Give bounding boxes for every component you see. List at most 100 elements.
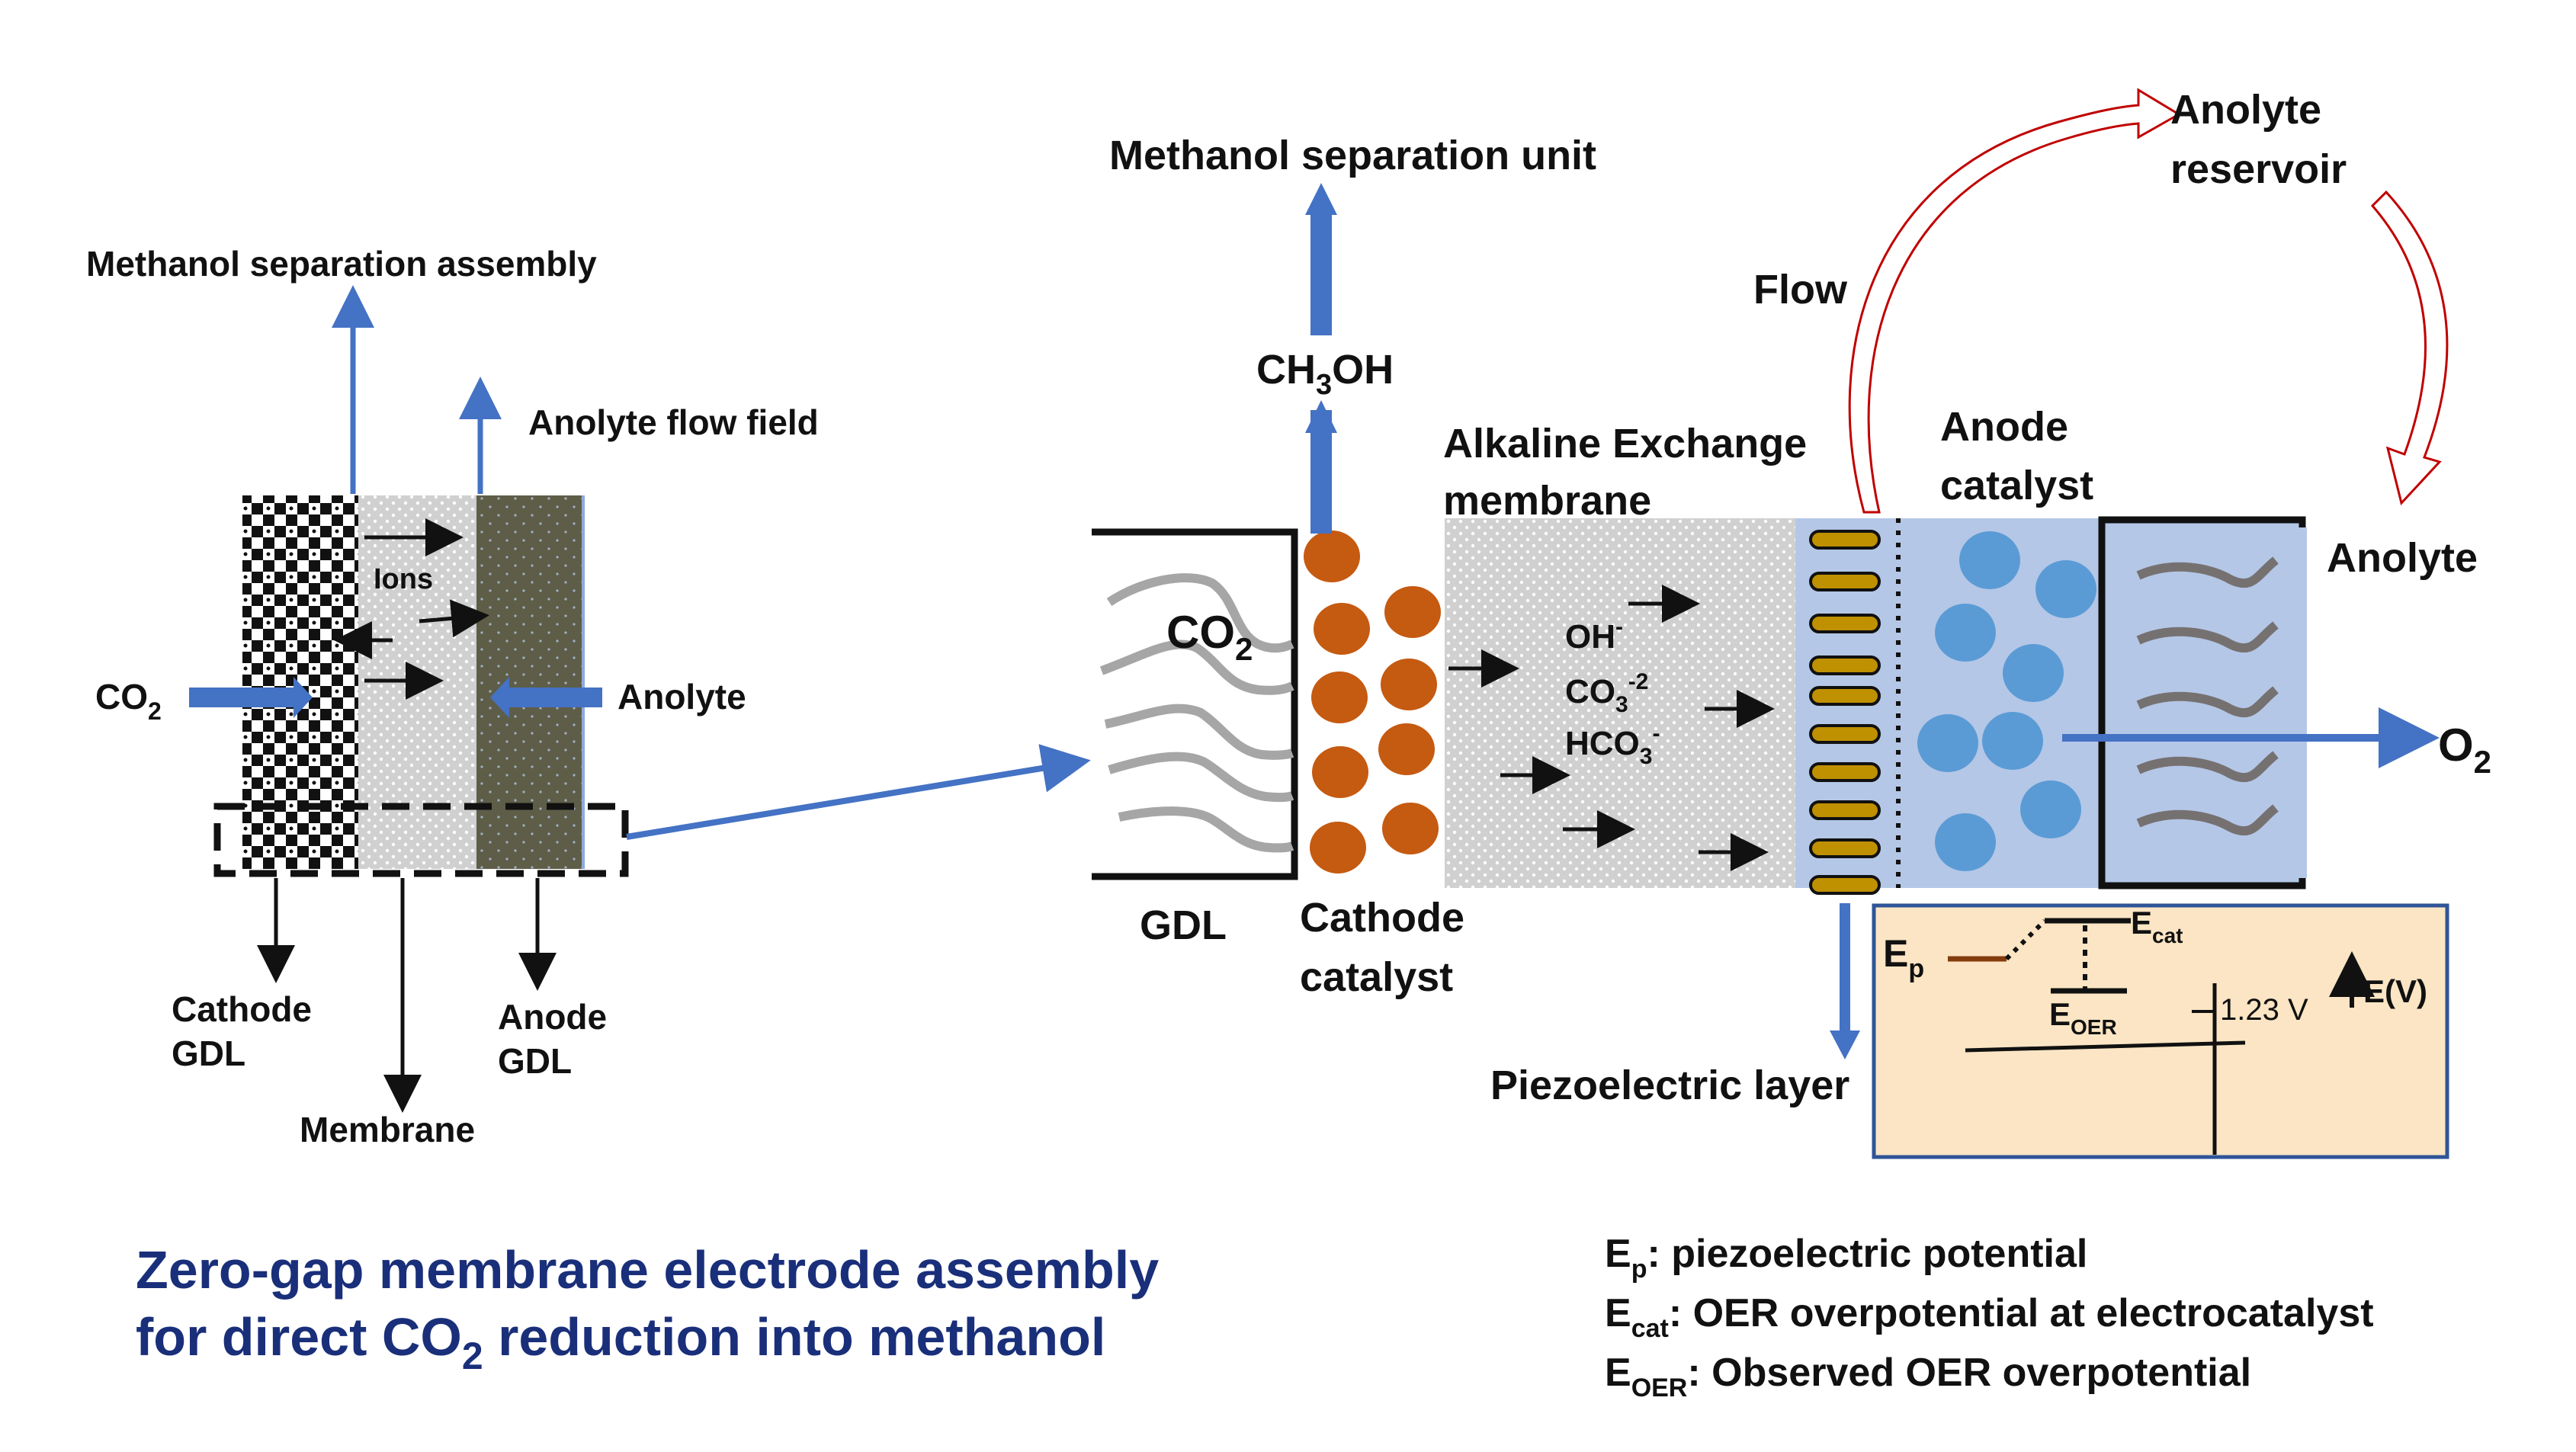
cathode-particle: [1314, 603, 1370, 655]
ion-oh-label: OH-: [1565, 614, 1623, 655]
anode-gdl-label-2: GDL: [498, 1041, 572, 1081]
co2-inlet-arrow: [189, 677, 313, 718]
piezo-pill: [1809, 875, 1881, 895]
detail-anolyte-label: Anolyte: [2327, 535, 2478, 581]
flow-arrow-up: [1848, 88, 2181, 514]
anolyte-reservoir-label-2: reservoir: [2170, 146, 2347, 192]
piezo-layer-arrowhead: [1830, 1031, 1860, 1059]
ecat-label: Ecat: [2131, 905, 2183, 947]
gdl-label: GDL: [1140, 902, 1227, 948]
cathode-particle: [1378, 723, 1435, 775]
eoer-label: EOER: [2049, 996, 2117, 1039]
gdl-fiber: [1108, 752, 1294, 803]
gdl-fiber: [1099, 639, 1294, 695]
legend-item-ep: Ep: piezoelectric potential: [1605, 1232, 2087, 1284]
piezo-pill: [1809, 800, 1881, 820]
legend-item-eoer: EOER: Observed OER overpotential: [1605, 1351, 2251, 1402]
anode-particle: [2003, 644, 2064, 702]
cathode-particle: [1382, 803, 1439, 854]
anode-gdl-fiber: [2136, 751, 2279, 783]
piezo-pill: [1809, 762, 1881, 782]
flow-label: Flow: [1753, 267, 1848, 313]
cathode-particle: [1310, 822, 1366, 873]
gdl-fiber: [1106, 573, 1294, 653]
cathode-catalyst-label: Cathode: [1300, 895, 1464, 941]
voltage-label: 1.23 V: [2220, 993, 2308, 1027]
cathode-gdl-bracket: [1092, 528, 1298, 880]
anode-gdl-fiber: [2136, 621, 2279, 653]
membrane-label: Membrane: [300, 1110, 475, 1149]
cathode-particle: [1311, 672, 1368, 723]
detail-selection-box: [213, 803, 629, 877]
ep-connector: [2004, 918, 2047, 961]
ion-co3-label: CO3-2: [1565, 669, 1648, 717]
anode-catalyst-label: Anode: [1940, 404, 2068, 450]
piezo-pill: [1809, 614, 1881, 633]
cathode-particle: [1304, 530, 1360, 582]
methanol-separation-unit-label: Methanol separation unit: [1109, 133, 1596, 178]
anolyte-inlet-arrow: [490, 677, 602, 718]
o2-label: O2: [2438, 720, 2491, 780]
anode-layer: [476, 495, 583, 869]
anode-particle: [1982, 712, 2043, 770]
gdl-fiber: [1104, 704, 1294, 760]
cathode-catalyst-particles: [1304, 530, 1441, 873]
ch3oh-label: CH3OH: [1256, 347, 1394, 401]
piezo-elements: [1809, 530, 1881, 895]
energy-axis-label: E(V): [2363, 973, 2427, 1009]
anode-gdl-fiber: [2136, 804, 2279, 836]
anode-particle: [1917, 714, 1978, 772]
zoom-arrow: [626, 744, 1091, 840]
ch3oh-outlet-arrowhead: [1305, 400, 1337, 433]
cathode-particle: [1381, 659, 1437, 710]
membrane-title-label-2: membrane: [1443, 478, 1651, 524]
ep-label: Ep: [1883, 932, 1924, 983]
anode-particle: [1935, 813, 1996, 871]
anode-particle: [2035, 560, 2096, 618]
cathode-catalyst-label-2: catalyst: [1300, 954, 1453, 1000]
cathode-gdl-label: Cathode: [172, 989, 312, 1029]
co2-label: CO2: [95, 677, 162, 725]
energy-diagram: Ep Ecat EOER 1.23 V E(V): [1872, 903, 2449, 1159]
anolyte-reservoir-label: Anolyte: [2170, 87, 2321, 133]
methanol-separation-assembly-label: Methanol separation assembly: [86, 244, 597, 284]
anolyte-label: Anolyte: [618, 677, 746, 716]
piezo-pill: [1809, 530, 1881, 550]
anode-gdl-fiber: [2136, 686, 2279, 718]
gdl-co2-label: CO2: [1166, 607, 1253, 667]
cathode-particle: [1312, 746, 1368, 798]
piezo-pill: [1809, 724, 1881, 744]
anolyte-flow-field-label: Anolyte flow field: [528, 402, 819, 442]
caption-line-1: Zero-gap membrane electrode assembly: [136, 1240, 1159, 1300]
piezo-pill: [1809, 655, 1881, 675]
anode-particle: [2020, 780, 2081, 838]
cathode-particle: [1384, 586, 1441, 638]
anode-particle: [1959, 531, 2020, 589]
ion-arrow: [419, 599, 489, 638]
separation-unit-arrowhead: [1305, 183, 1337, 215]
baseline: [1965, 1040, 2246, 1053]
flow-arrow-down: [2370, 190, 2449, 506]
anode-gdl-fiber: [2136, 556, 2279, 588]
energy-diagram-box: [1872, 903, 2449, 1159]
caption-line-2: for direct CO2 reduction into methanol: [136, 1307, 1105, 1377]
anode-gdl-open-mask: [2298, 527, 2307, 878]
piezoelectric-layer-label: Piezoelectric layer: [1490, 1063, 1849, 1108]
ion-hco3-label: HCO3-: [1565, 721, 1660, 769]
anode-particle: [1935, 604, 1996, 662]
ions-label: Ions: [374, 563, 433, 595]
piezo-pill: [1809, 686, 1881, 706]
gdl-fiber: [1118, 806, 1294, 853]
cathode-gdl-layer: [242, 495, 358, 869]
anode-gdl-label: Anode: [498, 997, 607, 1037]
left-assembly: Methanol separation assembly Anolyte flo…: [86, 244, 1091, 1149]
piezo-pill: [1809, 838, 1881, 858]
piezo-pill: [1809, 572, 1881, 591]
right-detail: Methanol separation unit CH3OH CO2 GDL C…: [1092, 87, 2491, 1108]
membrane-title-label: Alkaline Exchange: [1443, 421, 1807, 466]
legend: Ep: piezoelectric potential Ecat: OER ov…: [1605, 1232, 2374, 1402]
anode-catalyst-label-2: catalyst: [1940, 463, 2093, 508]
caption: Zero-gap membrane electrode assembly for…: [136, 1240, 1159, 1377]
anode-catalyst-particles: [1917, 531, 2096, 871]
